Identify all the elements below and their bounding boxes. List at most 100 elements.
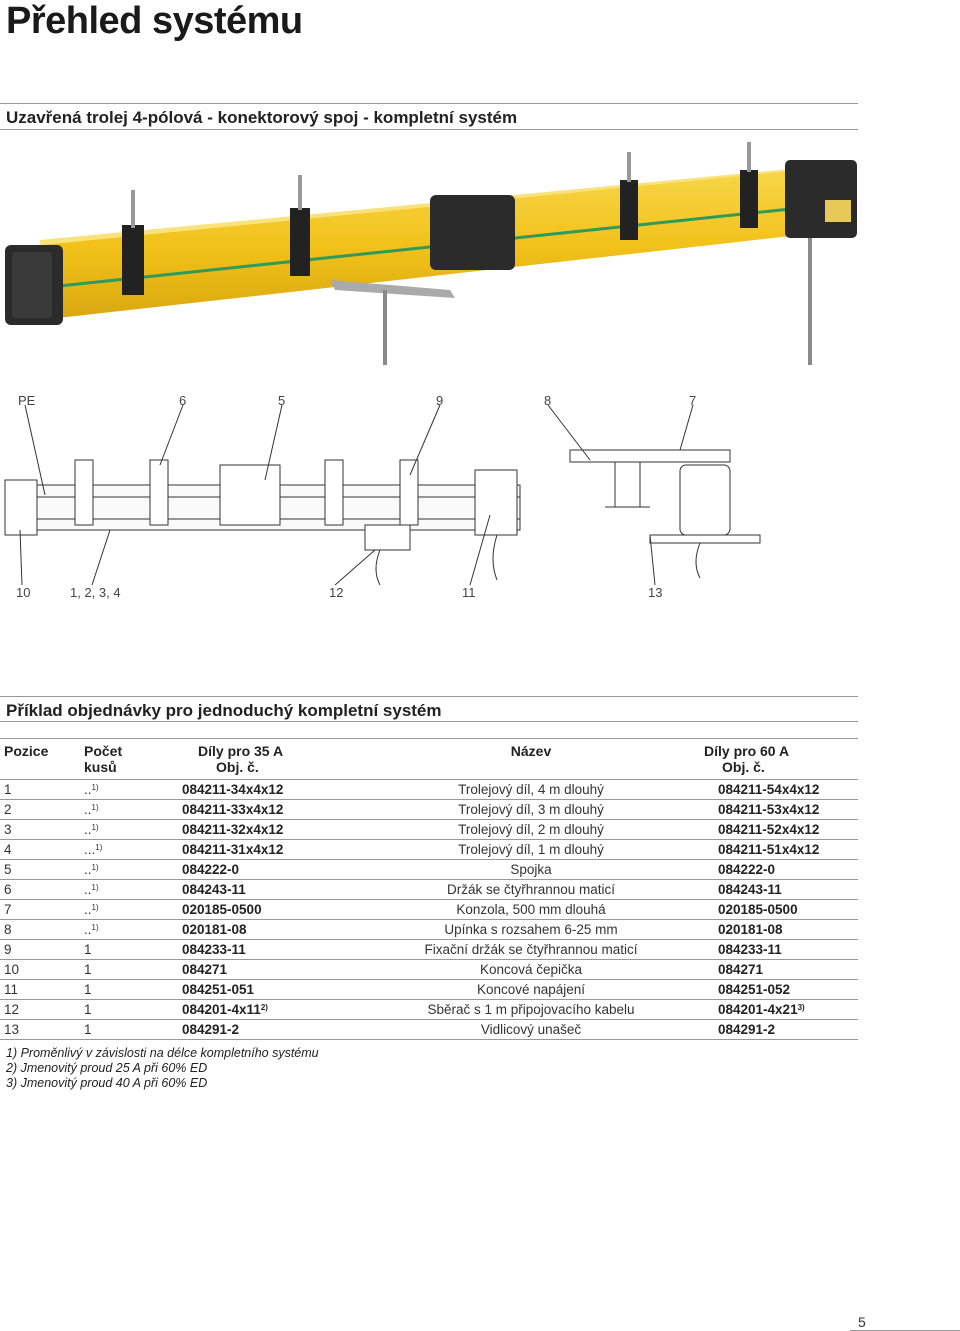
cell-part-35a: 084243-11	[158, 879, 372, 900]
cell-name: Držák se čtyřhrannou maticí	[372, 879, 690, 900]
cell-pos: 3	[0, 819, 80, 840]
diagram-label: 8	[544, 393, 552, 408]
cell-qty: 1	[80, 1019, 158, 1040]
diagram-label: 13	[648, 585, 663, 600]
cell-qty: 1	[80, 939, 158, 960]
rail-top	[40, 168, 800, 245]
cell-part-35a: 084233-11	[158, 939, 372, 960]
collector-arm	[330, 280, 455, 298]
diagram-end-cap	[4, 479, 38, 536]
cell-part-60a: 084233-11	[690, 939, 858, 960]
footnote: 1) Proměnlivý v závislosti na délce komp…	[6, 1046, 319, 1060]
cell-part-35a: 084222-0	[158, 859, 372, 880]
footnotes: 1) Proměnlivý v závislosti na délce komp…	[6, 1046, 319, 1091]
section-title-system: Uzavřená trolej 4-pólová - konektorový s…	[6, 108, 518, 127]
cell-pos: 11	[0, 979, 80, 1000]
feed-housing	[785, 160, 857, 238]
cell-name: Trolejový díl, 2 m dlouhý	[372, 819, 690, 840]
cell-part-35a: 084211-31x4x12	[158, 839, 372, 860]
cell-part-60a: 020181-08	[690, 919, 858, 940]
cell-part-35a: 084251-051	[158, 979, 372, 1000]
cell-part-60a: 084271	[690, 959, 858, 980]
divider	[0, 696, 858, 697]
cell-pos: 9	[0, 939, 80, 960]
page-title: Přehled systému	[6, 0, 303, 42]
diagram-joint	[219, 464, 281, 526]
cell-qty: 1	[80, 979, 158, 1000]
cell-pos: 7	[0, 899, 80, 920]
cell-qty: ..1)	[80, 859, 158, 880]
cell-pos: 10	[0, 959, 80, 980]
divider	[0, 129, 858, 130]
diagram-label: 6	[179, 393, 187, 408]
cell-pos: 1	[0, 779, 80, 800]
cell-name: Trolejový díl, 1 m dlouhý	[372, 839, 690, 860]
diagram-label: 9	[436, 393, 444, 408]
divider	[0, 103, 858, 104]
cell-qty: ..1)	[80, 919, 158, 940]
diagram-side-view	[679, 464, 731, 536]
cell-part-60a: 084201-4x213)	[690, 999, 858, 1020]
cell-part-35a: 020185-0500	[158, 899, 372, 920]
diagram-label: 12	[329, 585, 344, 600]
system-diagram	[4, 404, 761, 586]
cell-name: Koncové napájení	[372, 979, 690, 1000]
cell-pos: 5	[0, 859, 80, 880]
cell-part-60a: 084251-052	[690, 979, 858, 1000]
cell-pos: 13	[0, 1019, 80, 1040]
cell-part-60a: 084243-11	[690, 879, 858, 900]
page-number: 5	[858, 1314, 866, 1330]
cell-name: Trolejový díl, 4 m dlouhý	[372, 779, 690, 800]
footnote: 2) Jmenovitý proud 25 A při 60% ED	[6, 1061, 208, 1075]
diagram-label: 1, 2, 3, 4	[70, 585, 121, 600]
diagram-label: PE	[18, 393, 36, 408]
rail-stripe	[39, 206, 801, 290]
cell-pos: 2	[0, 799, 80, 820]
cell-name: Koncová čepička	[372, 959, 690, 980]
cell-name: Upínka s rozsahem 6-25 mm	[372, 919, 690, 940]
hanger	[740, 170, 758, 228]
cell-pos: 6	[0, 879, 80, 900]
cell-part-35a: 084211-33x4x12	[158, 799, 372, 820]
cell-name: Fixační držák se čtyřhrannou maticí	[372, 939, 690, 960]
cell-pos: 12	[0, 999, 80, 1020]
joint-housing	[430, 195, 515, 270]
cell-part-35a: 084211-32x4x12	[158, 819, 372, 840]
cell-qty: ..1)	[80, 779, 158, 800]
cell-name: Vidlicový unašeč	[372, 1019, 690, 1040]
hanger	[122, 225, 144, 295]
diagram-bracket	[649, 534, 761, 544]
cell-qty: 1	[80, 999, 158, 1020]
cell-part-35a: 020181-08	[158, 919, 372, 940]
cell-qty: ..1)	[80, 799, 158, 820]
cell-part-35a: 084201-4x112)	[158, 999, 372, 1020]
cell-name: Konzola, 500 mm dlouhá	[372, 899, 690, 920]
cell-qty: 1	[80, 959, 158, 980]
cell-part-35a: 084271	[158, 959, 372, 980]
cell-part-60a: 084222-0	[690, 859, 858, 880]
diagram-label: 7	[689, 393, 697, 408]
cell-name: Trolejový díl, 3 m dlouhý	[372, 799, 690, 820]
header-pos: Pozice	[0, 738, 80, 780]
diagram-hanger	[324, 459, 344, 526]
hanger	[620, 180, 638, 240]
cell-part-60a: 084211-52x4x12	[690, 819, 858, 840]
diagram-label: 11	[462, 585, 476, 600]
cell-part-35a: 084291-2	[158, 1019, 372, 1040]
cell-part-60a: 020185-0500	[690, 899, 858, 920]
cell-part-60a: 084211-51x4x12	[690, 839, 858, 860]
cell-part-60a: 084211-54x4x12	[690, 779, 858, 800]
diagram-label: 5	[278, 393, 286, 408]
